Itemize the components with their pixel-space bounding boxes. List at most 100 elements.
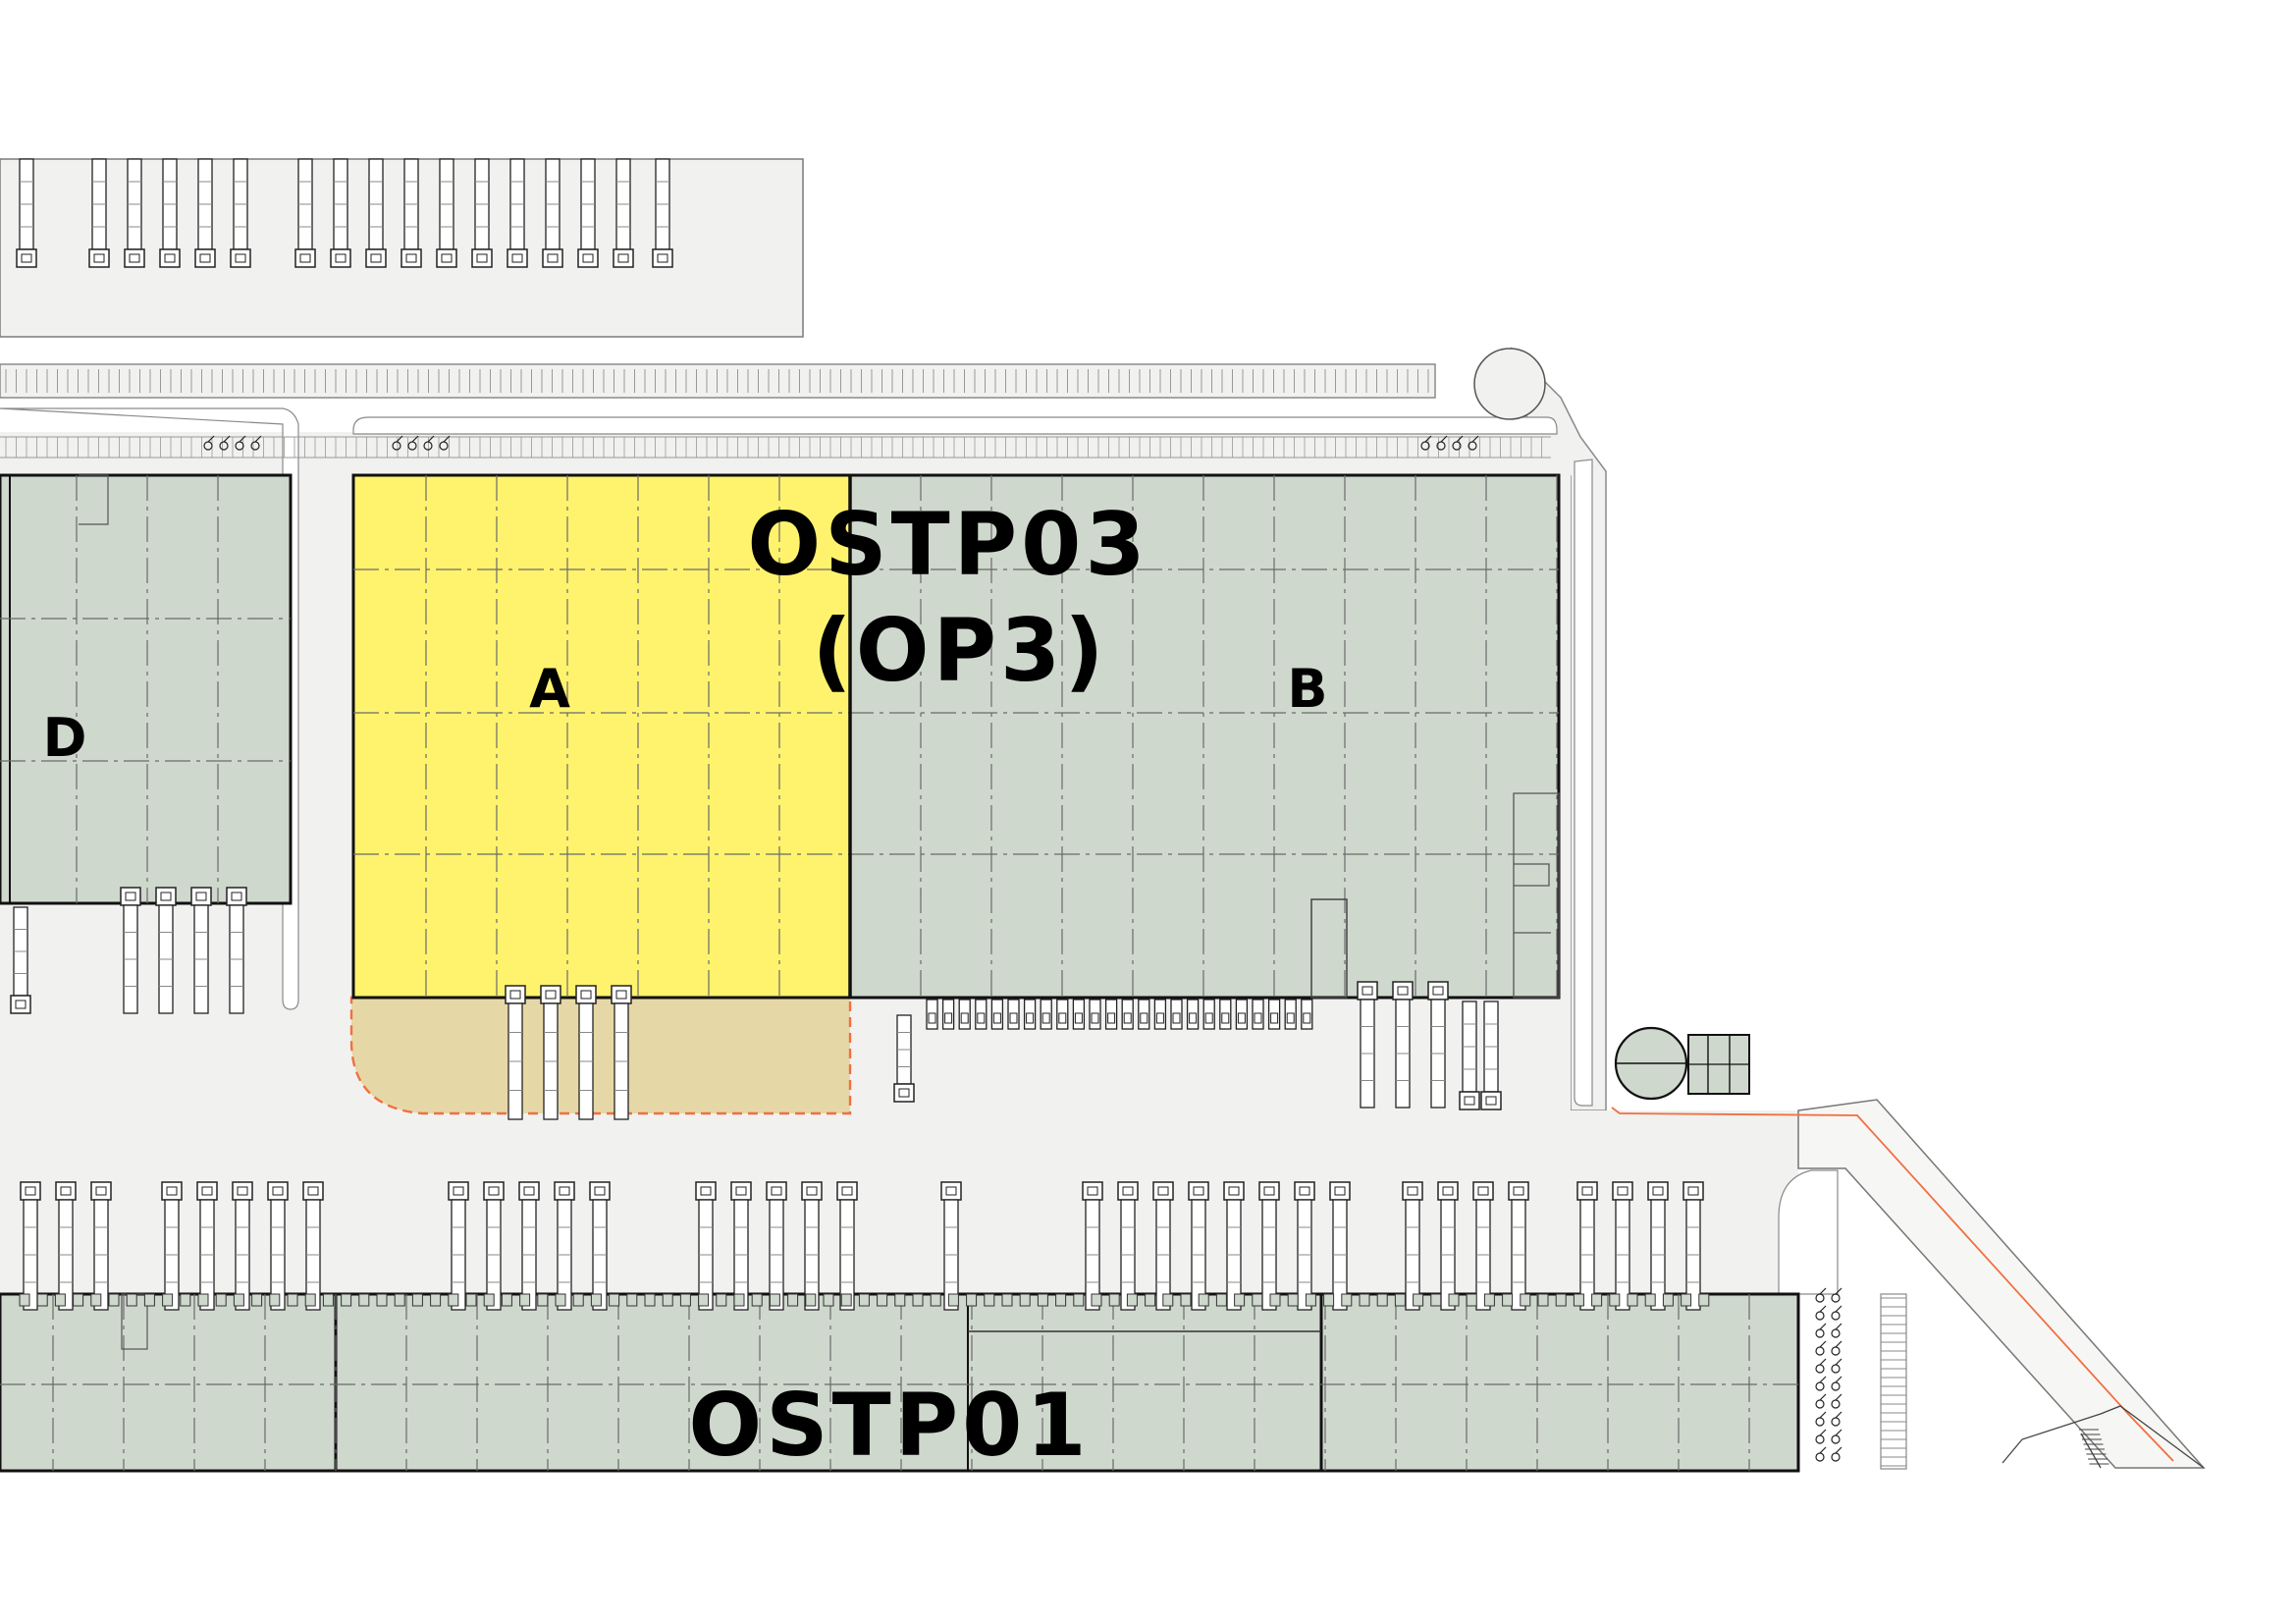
cab-window (476, 253, 488, 263)
dock-door (1698, 1293, 1710, 1307)
dock-leveller (1189, 1012, 1198, 1024)
bike-frame (1819, 1393, 1827, 1401)
dock-door (126, 1293, 137, 1307)
bike-icon (1831, 1446, 1842, 1462)
dock-door (108, 1293, 120, 1307)
dock-door (698, 1293, 710, 1307)
cab (20, 1181, 41, 1201)
truck (940, 1181, 962, 1311)
truck (232, 1181, 253, 1311)
dock-door (1007, 999, 1020, 1030)
bike-frame (1456, 435, 1464, 443)
cab (159, 248, 181, 268)
bike-icon (1831, 1429, 1842, 1444)
access-steps (2079, 1429, 2109, 1465)
dock-door (1089, 999, 1101, 1030)
dock-door (751, 1293, 763, 1307)
bike-frame (1819, 1429, 1827, 1436)
cab-window (841, 1186, 853, 1196)
truck (226, 887, 247, 1014)
dock-door (1126, 1293, 1138, 1307)
bike-icon (1468, 435, 1479, 451)
bike-frame (427, 435, 435, 443)
truck (1437, 1181, 1459, 1311)
truck (505, 985, 526, 1120)
dock-door (644, 1293, 656, 1307)
bike-frame (1835, 1358, 1842, 1366)
truck (1392, 981, 1414, 1109)
truck (652, 158, 673, 268)
bike-icon (1436, 435, 1448, 451)
dock-door (269, 1293, 281, 1307)
bike-frame (1835, 1376, 1842, 1383)
dock-door (1609, 1293, 1621, 1307)
cab (1152, 1181, 1174, 1201)
dock-door (1287, 1293, 1299, 1307)
dock-door (1019, 1293, 1031, 1307)
bike-wheel (1831, 1293, 1841, 1303)
cab (589, 1181, 611, 1201)
cab (613, 248, 634, 268)
dock-door (1284, 999, 1297, 1030)
dock-door (1267, 999, 1281, 1030)
truck (196, 1181, 218, 1311)
truck (540, 985, 561, 1120)
cab (1647, 1181, 1669, 1201)
dock-door (555, 1293, 566, 1307)
truck (542, 158, 563, 268)
dock-door (1269, 1293, 1281, 1307)
cab (232, 1181, 253, 1201)
cab-window (945, 1186, 957, 1196)
cab-window (700, 1186, 712, 1196)
truck (577, 158, 599, 268)
truck (1480, 1001, 1502, 1110)
dock-leveller (1091, 1012, 1099, 1024)
building-d-grid (0, 475, 291, 903)
dock-door (1001, 1293, 1013, 1307)
dock-door (930, 1293, 941, 1307)
bike-frame (1819, 1323, 1827, 1330)
cab-window (199, 253, 211, 263)
cab-window (1432, 986, 1444, 996)
cab (483, 1181, 505, 1201)
cab-window (95, 1186, 107, 1196)
unit-a-label: A (529, 658, 570, 720)
bike-frame (1819, 1358, 1827, 1366)
dock-door (1502, 1293, 1514, 1307)
dock-door (926, 999, 938, 1030)
dock-door (1091, 1293, 1102, 1307)
truck (294, 158, 316, 268)
dock-door (1681, 1293, 1692, 1307)
bike-frame (411, 435, 419, 443)
dock-door (733, 1293, 745, 1307)
dock-door (90, 1293, 102, 1307)
bike-wheel (1831, 1328, 1841, 1338)
cab-window (1122, 1186, 1134, 1196)
bike-wheel (1815, 1434, 1825, 1444)
dock-leveller (1026, 1012, 1035, 1024)
bike-frame (1835, 1305, 1842, 1313)
dock-door (465, 1293, 477, 1307)
cab-window (453, 1186, 464, 1196)
bike-icon (423, 435, 435, 451)
ostp03-title: OSTP03 (747, 494, 1148, 595)
unit-b-footprint (848, 473, 1561, 1000)
truck (1188, 1181, 1209, 1311)
truck (589, 1181, 611, 1311)
dock-door (358, 1293, 370, 1307)
cab (652, 248, 673, 268)
dock-door (1555, 1293, 1567, 1307)
cab-window (806, 1186, 818, 1196)
truck (1082, 1181, 1103, 1311)
bike-icon (1831, 1323, 1842, 1338)
cab-window (1228, 1186, 1240, 1196)
cab (302, 1181, 324, 1201)
cab (1472, 1181, 1494, 1201)
truck (161, 1181, 183, 1311)
bike-icon (1815, 1287, 1827, 1303)
bike-frame (1424, 435, 1432, 443)
truck (16, 158, 37, 268)
dock-door (941, 999, 955, 1030)
bike-icon (1831, 1305, 1842, 1321)
